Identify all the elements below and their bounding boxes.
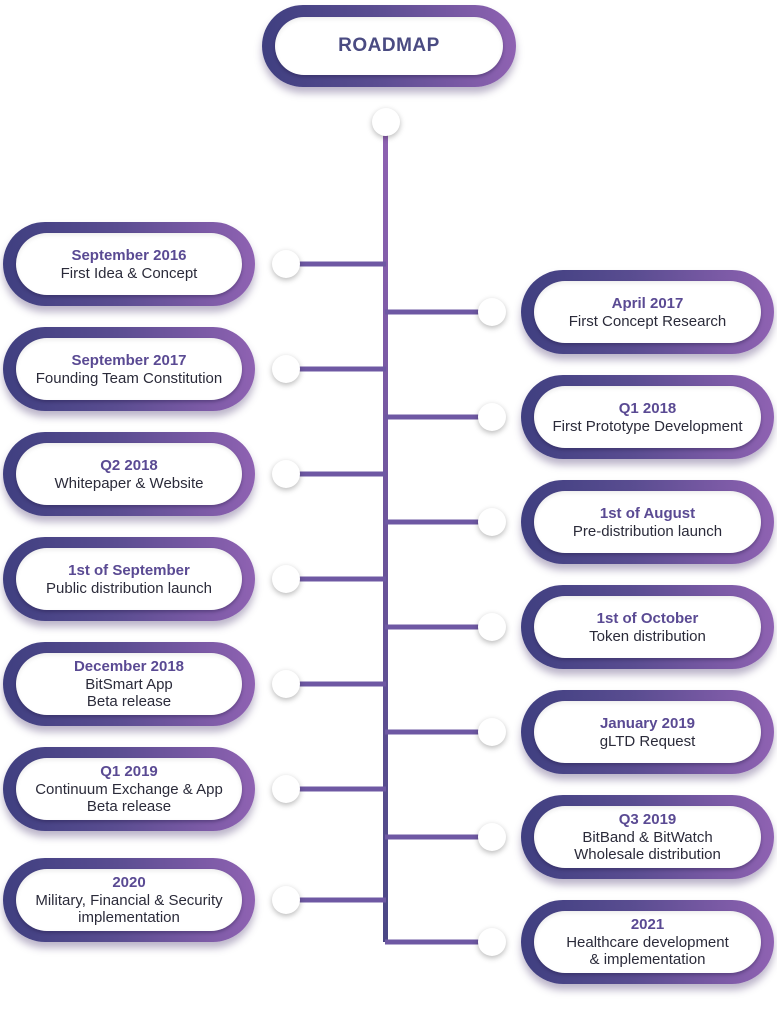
milestone-node-left-3 (272, 460, 300, 488)
milestone-date: Q1 2019 (100, 763, 158, 780)
milestone-node-right-6 (478, 823, 506, 851)
milestone-date: January 2019 (599, 714, 696, 732)
milestone-description: Token distribution (589, 627, 706, 645)
milestone-date: 1st of October (596, 609, 699, 627)
milestone-description: Military, Financial & Security (35, 892, 223, 909)
milestone-description: & implementation (589, 951, 706, 968)
milestone-description: BitSmart App (85, 676, 173, 693)
connector-left-3 (286, 471, 386, 477)
timeline-start-node (372, 108, 400, 136)
milestone-node-right-2 (478, 403, 506, 431)
connector-left-7 (286, 897, 386, 903)
milestone-node-left-1 (272, 250, 300, 278)
milestone-node-left-5 (272, 670, 300, 698)
milestone-date: September 2017 (71, 351, 187, 369)
milestone-description: Founding Team Constitution (35, 369, 223, 387)
milestone-date: Q2 2018 (100, 456, 158, 474)
milestone-date: 2021 (630, 916, 665, 933)
timeline-spine (383, 121, 388, 942)
milestone-description: Public distribution launch (46, 579, 212, 597)
milestone-node-right-1 (478, 298, 506, 326)
milestone-description: BitBand & BitWatch (582, 829, 713, 846)
connector-left-6 (286, 786, 386, 792)
milestone-node-right-7 (478, 928, 506, 956)
milestone-node-right-3 (478, 508, 506, 536)
milestone-date: 1st of September (68, 561, 190, 579)
milestone-description: Beta release (86, 798, 172, 815)
milestone-date: September 2016 (71, 246, 187, 264)
connector-right-6 (385, 834, 492, 840)
milestone-node-left-2 (272, 355, 300, 383)
milestone-description: Wholesale distribution (574, 846, 721, 863)
connector-right-2 (385, 414, 492, 420)
connector-left-1 (286, 261, 386, 267)
milestone-node-right-4 (478, 613, 506, 641)
connector-right-7 (385, 939, 492, 945)
connector-right-1 (385, 309, 492, 315)
milestone-node-left-7 (272, 886, 300, 914)
connector-right-4 (385, 624, 492, 630)
milestone-description: Whitepaper & Website (54, 474, 204, 492)
milestone-description: First Idea & Concept (60, 264, 198, 282)
milestone-description: gLTD Request (599, 732, 696, 750)
milestone-date: Q1 2018 (618, 399, 677, 417)
milestone-description: implementation (78, 909, 180, 926)
milestone-date: 1st of August (599, 504, 696, 522)
connector-left-5 (286, 681, 386, 687)
milestone-description: First Concept Research (568, 312, 727, 330)
page-title: ROADMAP (338, 35, 440, 56)
roadmap-title-pill: ROADMAP (262, 5, 516, 87)
milestone-date: April 2017 (611, 294, 684, 312)
milestone-description: Beta release (86, 693, 172, 710)
milestone-date: December 2018 (73, 658, 185, 675)
milestone-description: Continuum Exchange & App (35, 781, 223, 798)
milestone-description: First Prototype Development (552, 417, 743, 435)
milestone-date: 2020 (112, 874, 146, 891)
connector-right-3 (385, 519, 492, 525)
milestone-node-left-4 (272, 565, 300, 593)
milestone-date: Q3 2019 (618, 811, 677, 828)
milestone-description: Healthcare development (566, 934, 729, 951)
connector-left-2 (286, 366, 386, 372)
milestone-description: Pre-distribution launch (572, 522, 723, 540)
milestone-node-left-6 (272, 775, 300, 803)
connector-left-4 (286, 576, 386, 582)
milestone-node-right-5 (478, 718, 506, 746)
connector-right-5 (385, 729, 492, 735)
